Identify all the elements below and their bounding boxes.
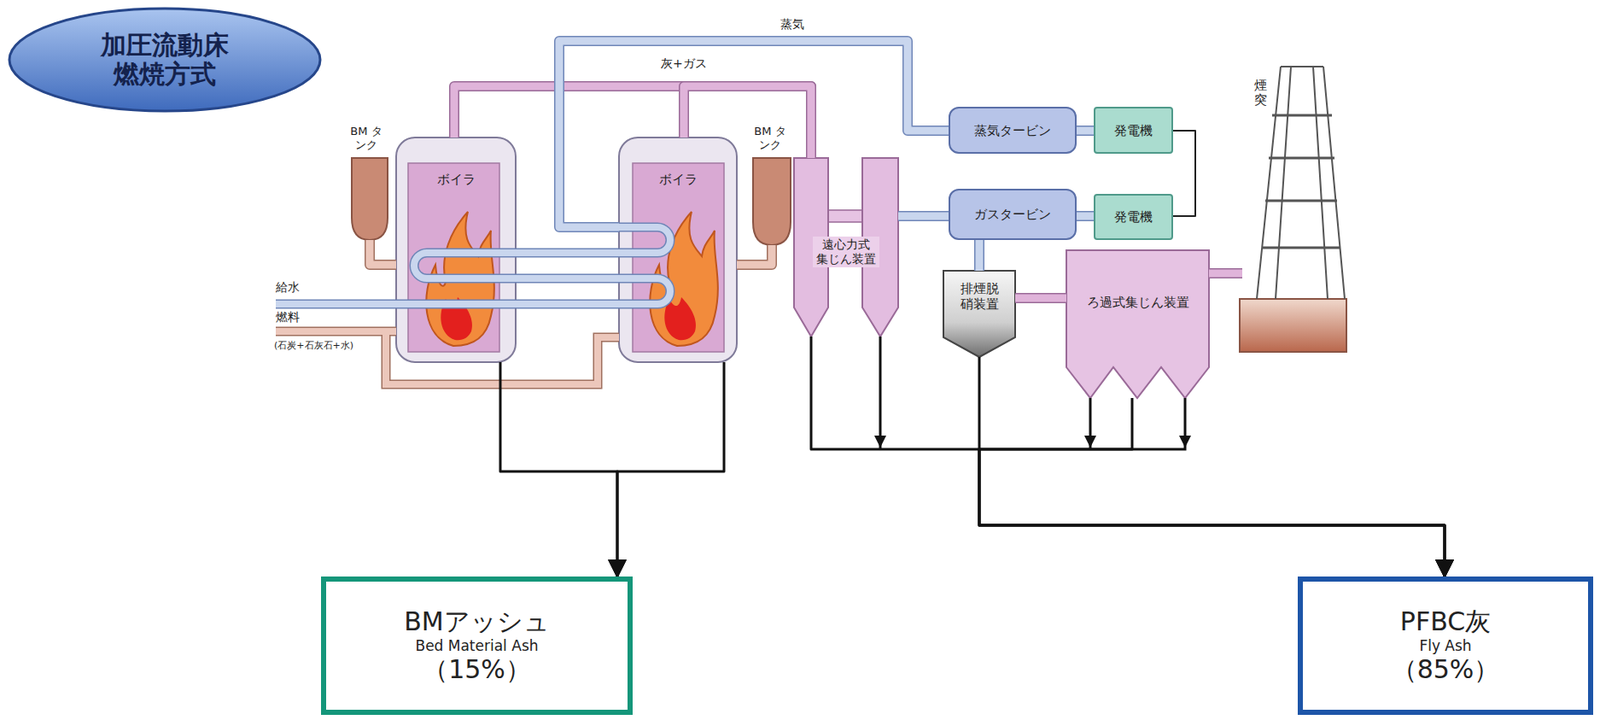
pipe-outline: [898, 210, 949, 222]
node-text: BM タンク: [349, 124, 384, 152]
ash-arrowhead: [874, 435, 1192, 448]
pipe: [1208, 269, 1243, 278]
pipe-outline: [1208, 268, 1243, 279]
connector-group: [979, 356, 1445, 577]
node-text: PFBC灰: [1400, 606, 1491, 637]
chimney-shape: [1239, 66, 1347, 352]
node-text: Bed Material Ash: [414, 636, 538, 655]
pipe: [454, 86, 812, 158]
pipe: [736, 245, 772, 265]
fly-ash-box: PFBC灰Fly Ash（85%）: [1297, 576, 1594, 715]
tank-shape: [753, 157, 791, 246]
pipe: [559, 40, 949, 228]
pipe-label: 燃料: [275, 309, 300, 325]
tank-shape: [351, 157, 388, 240]
node-text: ボイラ: [659, 171, 698, 187]
connector-group: [1173, 130, 1196, 217]
pipe-label: 灰+ガス: [660, 56, 707, 71]
bm-tank: BM タンク: [341, 124, 392, 240]
fuel-pipe: [275, 331, 619, 385]
node-text: （15%）: [422, 654, 532, 685]
flow-arrow: [617, 362, 725, 577]
flow-arrow: [500, 362, 618, 577]
bed-ash-box: BMアッシュBed Material Ash（15%）: [321, 576, 633, 715]
pipe: [898, 212, 949, 221]
node-text: 発電機: [1114, 209, 1153, 225]
flow-arrow: [979, 356, 1445, 577]
node-text: （85%）: [1391, 654, 1501, 685]
connector-group: [559, 40, 949, 228]
connector-group: [454, 86, 812, 158]
connector-group: [811, 336, 1445, 577]
connector-group: [979, 397, 1445, 577]
connector-group: [369, 239, 397, 265]
pipe: [1076, 212, 1094, 221]
node-text: 煙突: [1254, 78, 1268, 107]
pipe-outline: [974, 239, 985, 271]
filter-shape: [1066, 250, 1209, 398]
connector-group: [500, 362, 618, 577]
pipe-outline: [369, 239, 397, 265]
water-coil: [275, 227, 671, 304]
node-text: 排煙脱 硝装置: [959, 280, 1000, 312]
generator: 発電機: [1093, 106, 1174, 154]
pipe-outline: [454, 86, 812, 158]
node-text: 遠心力式 集じん装置: [812, 236, 881, 268]
node-text: Fly Ash: [1418, 636, 1472, 655]
connector-group: [617, 362, 725, 577]
flow-arrow: [811, 336, 1445, 577]
boiler: ボイラ: [396, 137, 516, 363]
ash-line: [880, 336, 1186, 450]
node-text: ガスタービン: [974, 206, 1052, 222]
pipe: [369, 239, 397, 265]
pipe-outline: [736, 245, 772, 265]
pipe: [975, 239, 984, 271]
cyclone-collector: 遠心力式 集じん装置: [794, 157, 899, 337]
boiler: ボイラ: [618, 137, 737, 363]
connector-group: [1015, 297, 1067, 299]
flow-arrow: [1173, 130, 1196, 217]
bm-tank: BM タンク: [744, 124, 796, 246]
node-text: ボイラ: [437, 171, 476, 187]
water-coil-outline: [275, 227, 671, 304]
pipe-outline: [1076, 210, 1094, 222]
node-text: ろ過式集じん装置: [1086, 294, 1190, 310]
title: 加圧流動床 燃焼方式: [98, 30, 232, 90]
denox-shape: [943, 270, 1016, 357]
node-text: 蒸気タービン: [974, 122, 1052, 139]
fuel-pipe-outline: [275, 331, 619, 385]
node-text: BMアッシュ: [403, 606, 549, 637]
connector-group: [683, 86, 812, 158]
connector-group: [1076, 130, 1094, 132]
pipe-outline: [1015, 292, 1067, 304]
steam-turbine: 蒸気タービン: [948, 106, 1077, 154]
pipe-outline: [683, 86, 812, 158]
pipe: [683, 86, 812, 158]
pipe: [1015, 294, 1067, 303]
node-text: BM タンク: [753, 124, 788, 152]
connector-group: [1208, 273, 1243, 275]
connector-group: [898, 216, 949, 217]
cyclone-link: [828, 210, 863, 222]
generator: 発電機: [1093, 193, 1174, 240]
connector-group: [979, 239, 981, 271]
denox-unit: 排煙脱 硝装置: [943, 270, 1016, 357]
pipe-outline: [1076, 125, 1094, 136]
pipe-label: 給水: [275, 280, 300, 295]
flow-arrow: [979, 397, 1445, 577]
pipe-label: (石炭+石灰石+水): [274, 339, 354, 351]
pipe-outline: [559, 40, 949, 228]
pipe-label: 蒸気: [780, 17, 805, 32]
title-ellipse: [9, 8, 321, 111]
bag-filter: ろ過式集じん装置: [1066, 250, 1209, 398]
connector-group: [736, 245, 772, 265]
gas-turbine: ガスタービン: [948, 188, 1077, 240]
connector-group: [1076, 216, 1094, 217]
pipe: [1076, 127, 1094, 135]
node-text: 発電機: [1114, 122, 1153, 139]
chimney: 煙突: [1242, 66, 1349, 352]
